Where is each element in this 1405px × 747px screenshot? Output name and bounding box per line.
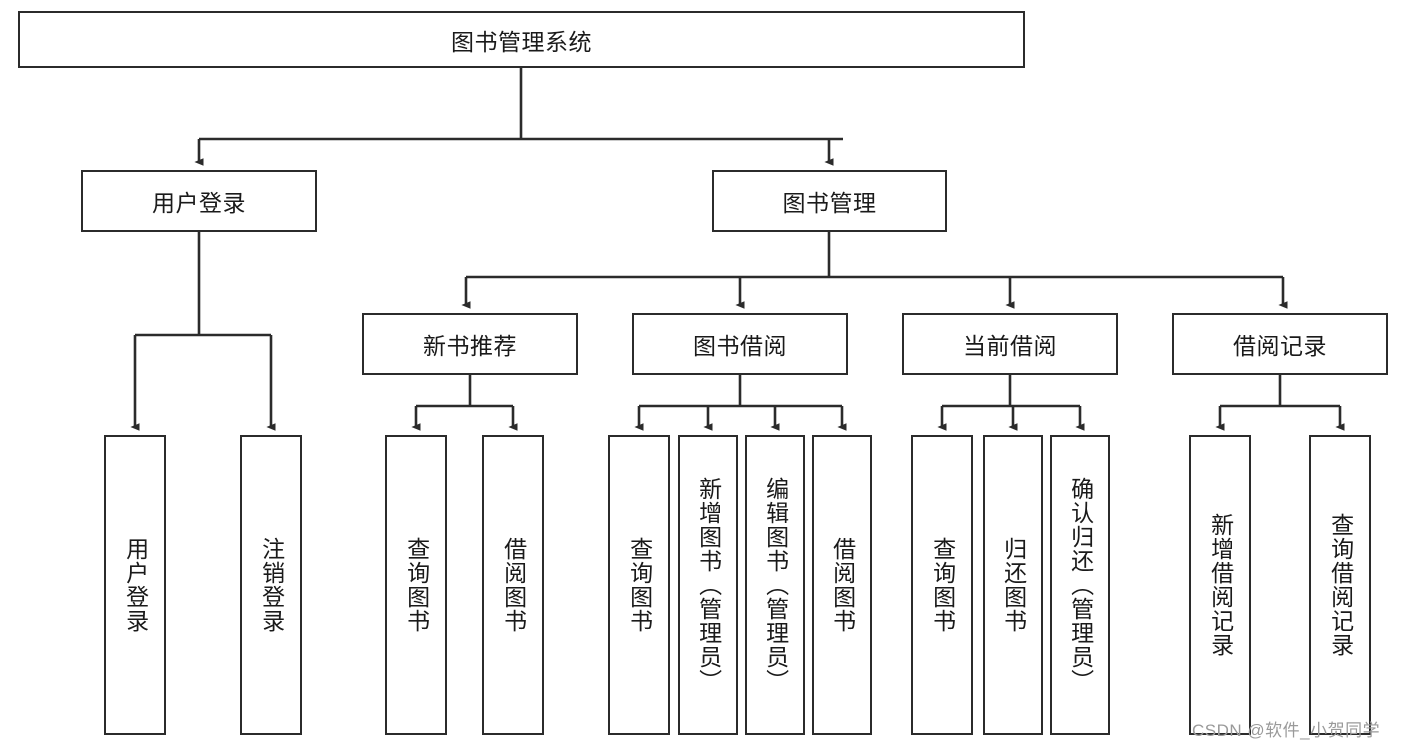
leaf-add-book-admin-label: 新增图书（管理员） — [695, 477, 722, 693]
leaf-logout-label: 注销登录 — [258, 537, 285, 633]
node-current-borrow[interactable]: 当前借阅 — [902, 313, 1118, 375]
leaf-edit-book-admin-label: 编辑图书（管理员） — [762, 477, 789, 693]
leaf-return-book-label: 归还图书 — [1000, 537, 1027, 633]
leaf-borrow-book[interactable]: 借阅图书 — [812, 435, 872, 735]
leaf-query-book-borrow[interactable]: 查询图书 — [608, 435, 670, 735]
node-user-login[interactable]: 用户登录 — [81, 170, 317, 232]
leaf-borrow-book-label: 借阅图书 — [829, 537, 856, 633]
node-book-borrow[interactable]: 图书借阅 — [632, 313, 848, 375]
leaf-query-book-rec-label: 查询图书 — [403, 537, 430, 633]
leaf-query-borrow-record[interactable]: 查询借阅记录 — [1309, 435, 1371, 735]
leaf-query-book-rec[interactable]: 查询图书 — [385, 435, 447, 735]
leaf-query-book-current-label: 查询图书 — [929, 537, 956, 633]
leaf-add-borrow-record-label: 新增借阅记录 — [1207, 513, 1234, 657]
leaf-confirm-return-admin[interactable]: 确认归还（管理员） — [1050, 435, 1110, 735]
node-book-management[interactable]: 图书管理 — [712, 170, 947, 232]
node-root[interactable]: 图书管理系统 — [18, 11, 1025, 68]
leaf-add-book-admin[interactable]: 新增图书（管理员） — [678, 435, 738, 735]
node-new-book-recommend-label: 新书推荐 — [423, 333, 517, 359]
leaf-borrow-book-rec[interactable]: 借阅图书 — [482, 435, 544, 735]
watermark-text: CSDN @软件_小贺同学 — [1192, 721, 1381, 740]
leaf-query-borrow-record-label: 查询借阅记录 — [1327, 513, 1354, 657]
node-borrow-record-label: 借阅记录 — [1233, 333, 1327, 359]
node-book-management-label: 图书管理 — [782, 190, 877, 216]
leaf-query-book-borrow-label: 查询图书 — [626, 537, 653, 633]
leaf-logout[interactable]: 注销登录 — [240, 435, 302, 735]
leaf-confirm-return-admin-label: 确认归还（管理员） — [1067, 477, 1094, 693]
leaf-query-book-current[interactable]: 查询图书 — [911, 435, 973, 735]
leaf-edit-book-admin[interactable]: 编辑图书（管理员） — [745, 435, 805, 735]
leaf-borrow-book-rec-label: 借阅图书 — [500, 537, 527, 633]
node-new-book-recommend[interactable]: 新书推荐 — [362, 313, 578, 375]
node-user-login-label: 用户登录 — [152, 190, 246, 216]
leaf-return-book[interactable]: 归还图书 — [983, 435, 1043, 735]
leaf-user-login[interactable]: 用户登录 — [104, 435, 166, 735]
node-root-label: 图书管理系统 — [451, 28, 592, 55]
leaf-user-login-label: 用户登录 — [122, 537, 149, 633]
node-borrow-record[interactable]: 借阅记录 — [1172, 313, 1388, 375]
node-book-borrow-label: 图书借阅 — [693, 333, 787, 359]
node-current-borrow-label: 当前借阅 — [963, 333, 1057, 359]
leaf-add-borrow-record[interactable]: 新增借阅记录 — [1189, 435, 1251, 735]
